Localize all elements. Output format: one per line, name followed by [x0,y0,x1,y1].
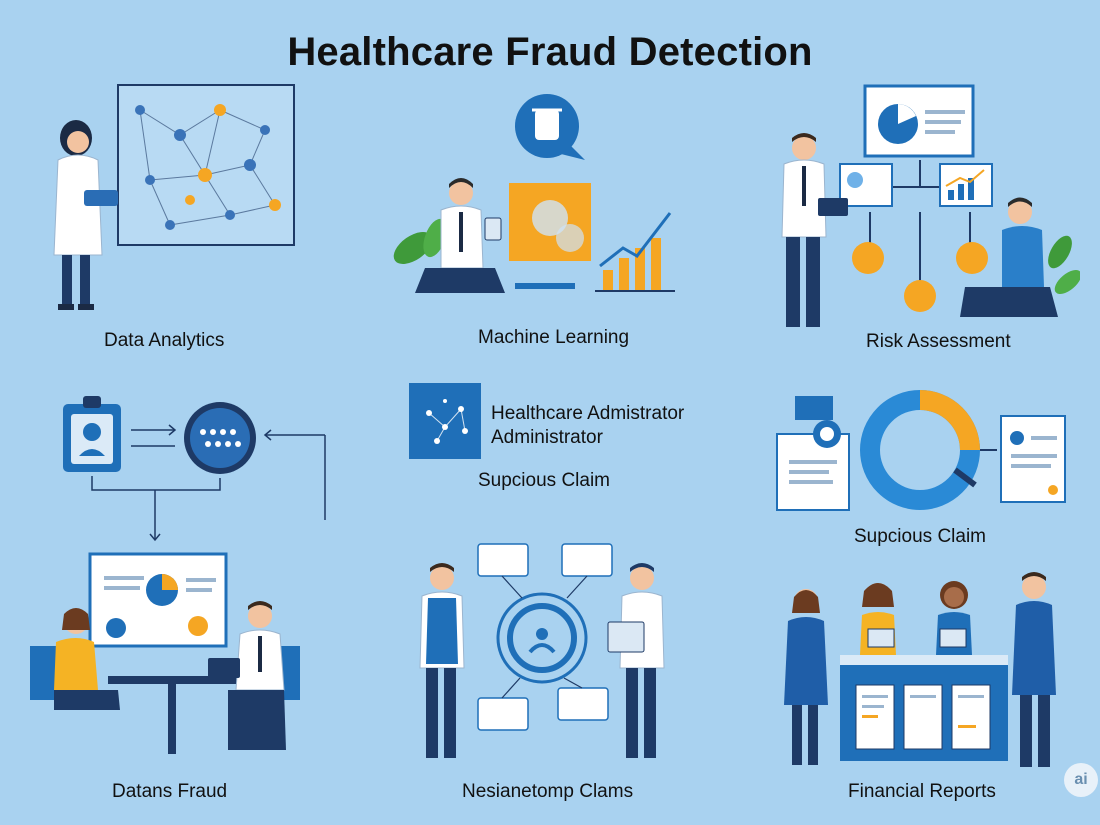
suspicious-claim-center-caption: Supcious Claim [478,470,610,491]
ai-watermark-badge: ai [1064,763,1098,797]
datans-fraud-illustration [30,552,300,754]
admin-title-line1: Healthcare Admistrator [491,403,685,424]
machine-learning-caption: Machine Learning [478,327,630,348]
claims-illustration [419,543,665,758]
claim-flow-illustration [63,396,326,542]
admin-network-icon [409,383,481,459]
suspicious-claim-right-caption: Supcious Claim [854,526,986,547]
financial-reports-illustration [784,572,1056,767]
data-analytics-caption: Data Analytics [104,330,225,351]
admin-title-line2: Administrator [491,427,603,448]
risk-assessment-caption: Risk Assessment [866,331,1011,352]
risk-assessment-illustration [781,84,1080,327]
financial-reports-caption: Financial Reports [848,781,996,802]
page-title: Healthcare Fraud Detection [287,30,813,74]
claims-caption: Nesianetomp Clams [462,781,634,802]
datans-fraud-caption: Datans Fraud [112,781,228,802]
suspicious-claim-illustration [776,390,1066,511]
data-analytics-illustration [53,84,295,310]
machine-learning-illustration [393,94,675,293]
